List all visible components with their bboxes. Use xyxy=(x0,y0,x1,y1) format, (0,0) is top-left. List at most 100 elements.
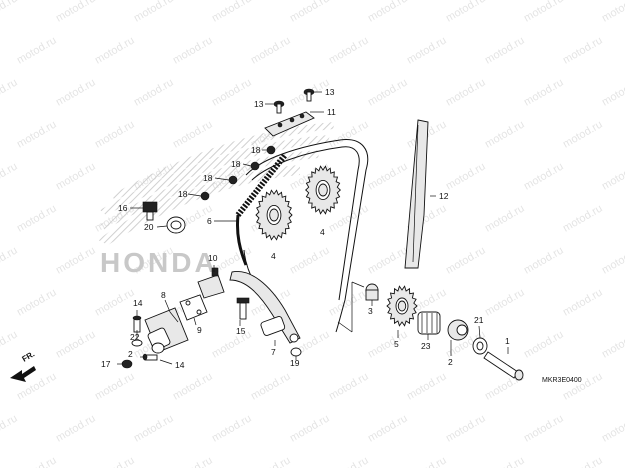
watermark-text: motod.ru xyxy=(561,454,605,468)
needle-bearing xyxy=(417,311,441,335)
callout-4a: 4 xyxy=(271,251,276,261)
watermark-text: motod.ru xyxy=(444,412,488,444)
callout-17: 17 xyxy=(101,359,111,369)
watermark-text: motod.ru xyxy=(210,76,254,108)
bolt-13-right xyxy=(303,88,315,102)
watermark-text: motod.ru xyxy=(54,412,98,444)
watermark-text: motod.ru xyxy=(405,34,449,66)
callout-13b: 13 xyxy=(325,87,335,97)
callout-8: 8 xyxy=(161,290,166,300)
watermark-text: motod.ru xyxy=(366,244,410,276)
watermark-text: motod.ru xyxy=(600,244,625,276)
watermark-text: motod.ru xyxy=(15,286,59,318)
callout-5: 5 xyxy=(394,339,399,349)
watermark-text: motod.ru xyxy=(210,328,254,360)
watermark-text: motod.ru xyxy=(54,76,98,108)
watermark-text: motod.ru xyxy=(0,328,20,360)
honda-logo-text: HONDA xyxy=(100,247,218,278)
watermark-text: motod.ru xyxy=(93,370,137,402)
callout-1: 1 xyxy=(505,336,510,346)
watermark-text: motod.ru xyxy=(561,118,605,150)
tensioner-lifter xyxy=(144,307,189,354)
watermark-text: motod.ru xyxy=(15,202,59,234)
watermark-text: motod.ru xyxy=(522,76,566,108)
bolt-14-top xyxy=(132,315,142,333)
watermark-text: motod.ru xyxy=(522,0,566,25)
watermark-text: motod.ru xyxy=(327,370,371,402)
drive-gear xyxy=(386,285,418,327)
watermark-text: motod.ru xyxy=(54,328,98,360)
callout-11: 11 xyxy=(327,107,336,117)
watermark-text: motod.ru xyxy=(405,370,449,402)
watermark-text: motod.ru xyxy=(93,454,137,468)
bolt-16 xyxy=(142,201,158,221)
callout-22: 22 xyxy=(130,332,140,342)
watermark-text: motod.ru xyxy=(132,412,176,444)
watermark-text: motod.ru xyxy=(444,244,488,276)
watermark-text: motod.ru xyxy=(0,412,20,444)
watermark-text: motod.ru xyxy=(366,0,410,25)
watermark-text: motod.ru xyxy=(366,412,410,444)
chain-guide xyxy=(404,119,429,269)
bolt-17 xyxy=(121,359,133,369)
callout-6: 6 xyxy=(207,216,212,226)
watermark-text: motod.ru xyxy=(483,286,527,318)
callout-16: 16 xyxy=(118,203,128,213)
watermark-text: motod.ru xyxy=(405,454,449,468)
watermark-text: motod.ru xyxy=(600,328,625,360)
callout-9: 9 xyxy=(197,325,202,335)
watermark-text: motod.ru xyxy=(132,0,176,25)
callout-23: 23 xyxy=(421,341,431,351)
watermark-text: motod.ru xyxy=(600,76,625,108)
bolt-13-left xyxy=(273,100,285,114)
watermark-text: motod.ru xyxy=(444,160,488,192)
washer-19 xyxy=(290,347,302,357)
watermark-text: motod.ru xyxy=(522,160,566,192)
cam-sprocket-rear xyxy=(305,165,341,215)
chain-guide-plate xyxy=(264,111,315,137)
watermark-text: motod.ru xyxy=(561,34,605,66)
spacer-2 xyxy=(447,319,469,341)
gasket xyxy=(179,294,208,321)
callout-20: 20 xyxy=(144,222,154,232)
watermark-text: motod.ru xyxy=(0,76,20,108)
watermark-text: motod.ru xyxy=(600,160,625,192)
watermark-text: motod.ru xyxy=(15,454,59,468)
watermark-text: motod.ru xyxy=(54,160,98,192)
o-ring-20 xyxy=(166,216,186,234)
watermark-text: motod.ru xyxy=(15,34,59,66)
watermark-text: motod.ru xyxy=(0,160,20,192)
watermark-text: motod.ru xyxy=(288,0,332,25)
callout-3: 3 xyxy=(368,306,373,316)
watermark-text: motod.ru xyxy=(327,286,371,318)
leader-lines xyxy=(117,91,509,365)
watermark-text: motod.ru xyxy=(288,244,332,276)
watermark-text: motod.ru xyxy=(561,202,605,234)
watermark-text: motod.ru xyxy=(366,160,410,192)
callout-13a: 13 xyxy=(254,99,264,109)
front-label: FR. xyxy=(21,349,37,363)
callout-18c: 18 xyxy=(203,173,213,183)
watermark-text: motod.ru xyxy=(327,34,371,66)
watermark-text: motod.ru xyxy=(249,34,293,66)
watermark-text: motod.ru xyxy=(444,76,488,108)
watermark-text: motod.ru xyxy=(288,412,332,444)
callout-18a: 18 xyxy=(251,145,261,155)
cam-sprocket-front xyxy=(255,189,293,241)
watermark-text: motod.ru xyxy=(210,0,254,25)
watermark-text: motod.ru xyxy=(600,0,625,25)
watermark-text: motod.ru xyxy=(54,244,98,276)
bolt-14-bottom xyxy=(142,353,158,361)
callout-21: 21 xyxy=(474,315,484,325)
callout-14a: 14 xyxy=(133,298,143,308)
callout-15: 15 xyxy=(236,326,246,336)
watermark-text: motod.ru xyxy=(483,118,527,150)
watermark-text: motod.ru xyxy=(171,454,215,468)
watermark-text: motod.ru xyxy=(249,370,293,402)
watermark-text: motod.ru xyxy=(561,370,605,402)
honda-wing-logo: HONDA xyxy=(98,122,335,278)
callout-2: 2 xyxy=(448,357,453,367)
callout-10: 10 xyxy=(208,253,218,263)
